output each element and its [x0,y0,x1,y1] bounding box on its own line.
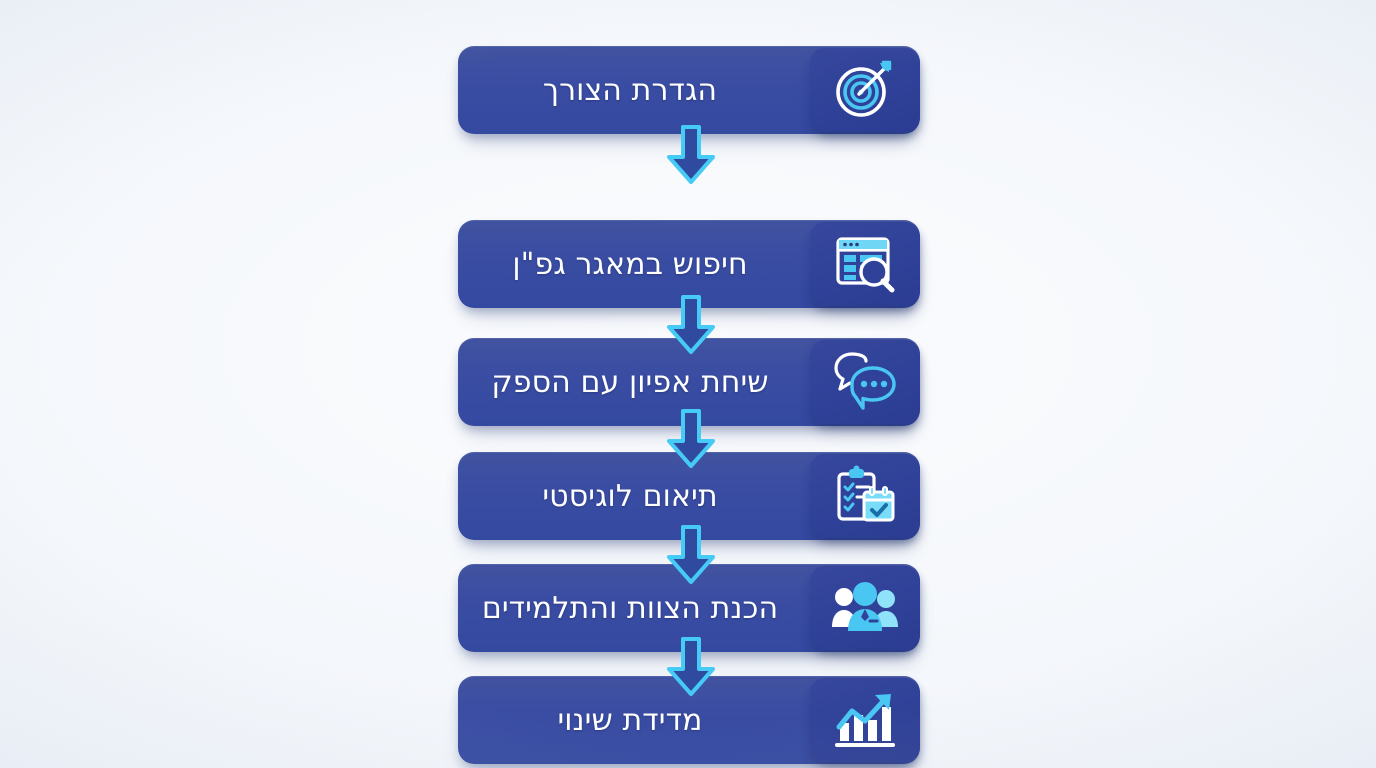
step-label: מדידת שינוי [557,702,703,738]
chat-bubbles-icon [810,340,920,424]
arrow-down-icon [663,524,719,586]
arrow-down-icon [663,408,719,470]
arrow-down-icon [663,636,719,698]
flow-step-1[interactable]: הגדרת הצורך [458,46,920,134]
database-search-icon [810,222,920,306]
step-label: שיחת אפיון עם הספק [491,364,769,400]
process-flow: הגדרת הצורך [458,46,920,764]
step-label: הכנת הצוות והתלמידים [481,590,779,626]
growth-chart-icon [810,678,920,762]
target-arrow-icon [810,48,920,132]
flow-step-2[interactable]: חיפוש במאגר גפ"ן [458,220,920,308]
step-label: הגדרת הצורך [542,72,718,108]
people-group-icon [810,566,920,650]
arrow-down-icon [663,294,719,356]
arrow-down-icon [663,124,719,186]
step-label: חיפוש במאגר גפ"ן [512,246,748,282]
step-label: תיאום לוגיסטי [542,478,718,514]
clipboard-calendar-icon [810,454,920,538]
